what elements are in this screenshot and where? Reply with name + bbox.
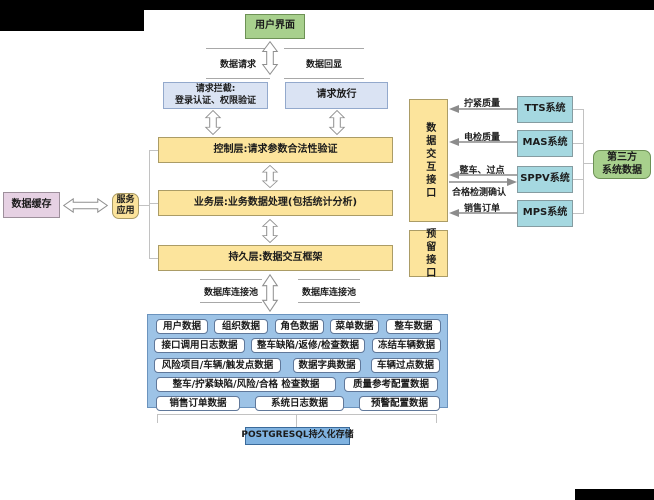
db-box-roles: 角色数据 [275, 319, 324, 334]
systems-bracket-vline [583, 109, 584, 214]
storage-bracket-tick-right [436, 414, 437, 423]
double-arrow-persistence-db [261, 273, 279, 313]
storage-bracket-tick-left [157, 414, 158, 423]
systems-bracket-stub-sppv [573, 179, 583, 180]
persistence-layer-box: 持久层:数据交互框架 [158, 245, 393, 271]
service-bracket-stub-bottom [149, 258, 158, 259]
flow-label-vehicle-pass: 整车、过点 [459, 166, 505, 176]
system-box-tts: TTS系统 [517, 96, 573, 123]
third-party-box: 第三方 系统数据 [593, 150, 651, 179]
service-bracket-stub-top [149, 150, 158, 151]
request-intercept-line1: 请求拦截: [195, 84, 236, 95]
db-box-vehicle: 整车数据 [386, 319, 441, 334]
control-layer-box: 控制层:请求参数合法性验证 [158, 137, 393, 163]
service-bracket-vline [149, 150, 150, 259]
db-box-defect-repair-check: 整车缺陷/返修/检查数据 [251, 338, 365, 353]
double-arrow-business-persistence [261, 218, 279, 244]
flow-label-sales-order: 销售订单 [463, 204, 500, 214]
flow-label-qualified-confirm: 合格检测确认 [451, 188, 506, 198]
storage-bracket-stem [296, 414, 297, 427]
db-box-risk-item: 风险项目/车辆/触发点数据 [154, 358, 281, 373]
systems-bracket-stub-mas [573, 143, 583, 144]
systems-bracket-stub-tts [573, 109, 583, 110]
double-arrow-pass [328, 109, 346, 136]
systems-bracket-stub-mps [573, 213, 583, 214]
double-arrow-control-business [261, 164, 279, 189]
flow-arrow-sppv-right [449, 178, 517, 186]
request-intercept-line2: 登录认证、权限验证 [174, 95, 256, 106]
service-bracket-stub-mid-left [139, 205, 149, 206]
request-pass-box: 请求放行 [285, 82, 388, 109]
data-request-label: 数据请求 [206, 48, 270, 79]
storage-bracket-hline [157, 414, 437, 415]
flow-label-electric: 电检质量 [463, 133, 500, 143]
systems-bracket-stub-thirdparty [583, 163, 593, 164]
db-box-inspection: 整车/拧紧缺陷/风险/合格 检查数据 [156, 377, 336, 392]
data-cache-box: 数据缓存 [3, 192, 60, 218]
business-layer-box: 业务层:业务数据处理(包括统计分析) [158, 190, 393, 216]
db-box-quality-config: 质量参考配置数据 [344, 377, 438, 392]
db-box-menus: 菜单数据 [330, 319, 379, 334]
db-pool-label-left: 数据库连接池 [200, 279, 262, 303]
flow-label-tightening: 拧紧质量 [463, 99, 500, 109]
letterbox-bottom-right [575, 489, 654, 500]
system-box-mas: MAS系统 [517, 130, 573, 157]
double-arrow-intercept [204, 109, 222, 136]
flow-arrow-sppv-left [449, 171, 517, 179]
data-interface-box: 数据交互接口 [409, 99, 448, 222]
db-box-users: 用户数据 [156, 319, 208, 334]
flow-arrow-mps-left [449, 209, 517, 217]
db-box-vehicle-pass: 车辆过点数据 [371, 358, 440, 373]
storage-box: POSTGRESQL持久化存储 [241, 427, 354, 445]
letterbox-top-bar [0, 0, 654, 10]
db-box-frozen-vehicle: 冻结车辆数据 [372, 338, 441, 353]
flow-arrow-mas-left [449, 138, 517, 146]
db-box-system-log: 系统日志数据 [255, 396, 344, 411]
db-box-sales-order: 销售订单数据 [156, 396, 240, 411]
request-intercept-box: 请求拦截: 登录认证、权限验证 [163, 82, 268, 109]
user-interface-box: 用户界面 [245, 14, 305, 39]
db-pool-label-right: 数据库连接池 [298, 279, 360, 303]
db-box-dictionary: 数据字典数据 [293, 358, 361, 373]
db-box-alert-config: 预警配置数据 [359, 396, 440, 411]
double-arrow-cache-service [62, 197, 109, 214]
data-echo-label: 数据回显 [284, 48, 364, 79]
db-box-org: 组织数据 [214, 319, 268, 334]
service-app-box: 服务 应用 [112, 193, 139, 219]
system-box-mps: MPS系统 [517, 200, 573, 227]
reserved-interface-box: 预留接口 [409, 228, 448, 280]
letterbox-top-left [0, 0, 144, 31]
service-bracket-stub-mid [149, 203, 158, 204]
system-box-sppv: SPPV系统 [517, 166, 573, 193]
db-box-api-log: 接口调用日志数据 [154, 338, 245, 353]
double-arrow-ui [261, 40, 279, 76]
user-interface-label: 用户界面 [255, 20, 295, 32]
flow-arrow-tts-left [449, 105, 517, 113]
